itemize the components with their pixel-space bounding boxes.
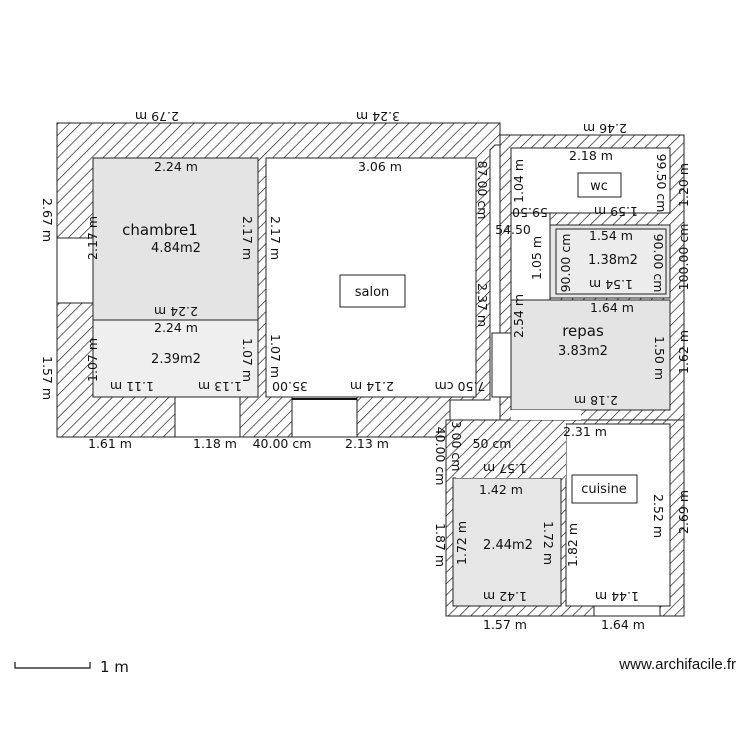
room-fills [92,147,671,607]
dim-ext-right-1: 1.20 m [676,163,691,207]
dim-chambre1-right: 2.17 m [240,216,255,260]
dim-ext-right-4: 2.69 m [676,490,691,534]
cuisine-tag: cuisine [581,482,627,497]
dim-salon-bottom-b: 2.14 m [350,379,394,394]
scale-bar: 1 m [14,658,129,676]
dim-small-right: 90.00 cm [651,234,666,293]
dim-chambre1-left: 2.17 m [85,216,100,260]
dim-ext-top-2: 3.24 m [356,109,400,124]
dim-small-top-left-a: 59.50 [512,205,548,220]
dim-cuisine-bottom: 1.44 m [595,589,639,604]
chambre1-name: chambre1 [122,221,198,239]
dim-ext-bottom-1: 1.61 m [88,436,132,451]
dim-salon-right: 2.37 m [475,283,490,327]
wc-tag: wc [590,179,608,194]
dim-ext-right-2: 100.00 cm [676,224,691,291]
room-bath [452,477,562,607]
dim-small-top: 1.54 m [589,228,633,243]
door-salon-repas [491,332,512,398]
credit-text: www.archifacile.fr [618,656,736,673]
room-corridor [456,424,566,478]
dim-ext-bottom-bath: 1.57 m [483,617,527,632]
dim-cuisine-right: 2.52 m [651,494,666,538]
dim-salon-right-top: 87.00 cm [475,161,490,220]
room-chambre1 [92,157,259,321]
dim-ext-left-2: 1.57 m [40,356,55,400]
dim-wc-left: 1.04 m [511,159,526,203]
dim-bath-left-outer: 1.87 m [433,523,448,567]
dim-repas-bottom: 2.18 m [574,393,618,408]
dim-small-top-left-b: 54.50 [495,222,531,237]
dim-ext-left-1: 2.67 m [40,198,55,242]
dim-chambre1-top: 2.24 m [154,159,198,174]
dim-bath-top: 1.42 m [479,482,523,497]
dimensions-horizontal: 2.79 m 3.24 m 2.46 m 2.24 m 2.24 m 2.24 … [88,109,645,632]
dim-salon-top: 3.06 m [358,159,402,174]
salon-tag: salon [355,285,390,300]
repas-area: 3.83m2 [558,344,608,359]
repas-name: repas [562,322,604,340]
dim-bottom-5: 50 cm [473,436,512,451]
dim-small-left-outer: 1.05 m [529,236,544,280]
dim-closet-left: 1.07 m [85,338,100,382]
room-small-inner [555,228,667,295]
room-cuisine [565,423,671,607]
dim-salon-bottom-a: 35.00 [272,379,308,394]
dim-closet-right: 1.07 m [240,338,255,382]
dim-wc-bottom: 1.59 m [594,204,638,219]
closet-area: 2.39m2 [151,352,201,367]
dim-ext-top-3: 2.46 m [583,121,627,136]
dim-bath-top-outer: 1.57 m [483,461,527,476]
window-west [56,237,94,304]
dim-bath-right: 1.72 m [541,521,556,565]
dim-salon-left: 2.17 m [268,216,283,260]
opening-repas-cuisine [511,410,581,420]
room-labels: chambre1 4.84m2 2.39m2 1.38m2 repas 3.83… [122,221,638,553]
scale-label: 1 m [100,658,129,676]
dim-closet-bottom-b: 1.13 m [198,379,242,394]
dim-ext-top-1: 2.79 m [135,109,179,124]
dim-ext-bottom-2: 1.18 m [193,436,237,451]
dim-small-left: 90.00 cm [558,234,573,293]
dim-closet-bottom-a: 1.11 m [110,379,154,394]
door-south-1 [174,396,241,438]
dim-repas-right: 1.50 m [652,336,667,380]
dim-corridor-v1: 40.00 cm [433,427,448,486]
dim-salon-bottom-c: 7.50 cm [435,379,486,394]
room-repas-upper [510,212,551,301]
dim-bath-left: 1.72 m [454,521,469,565]
dim-ext-bottom-kitchen: 1.64 m [601,617,645,632]
room-tags: salon wc cuisine [339,172,638,504]
dim-ext-right-3: 1.62 m [676,330,691,374]
window-cuisine-south [593,605,661,617]
room-closet-left [92,319,259,398]
dim-small-bottom: 1.54 m [589,277,633,292]
dim-mid-right: 2.31 m [563,424,607,439]
chambre1-area: 4.84m2 [151,241,201,256]
dim-ext-bottom-3: 40.00 cm [253,436,312,451]
bath-area: 2.44m2 [483,538,533,553]
door-south-2 [291,396,358,438]
dimensions-vertical: 2.67 m 1.57 m 2.17 m 2.17 m 1.07 m 1.07 … [40,154,691,567]
dim-salon-left-bottom: 1.07 m [268,334,283,378]
dim-closet-top: 2.24 m [154,320,198,335]
dim-chambre1-bottom: 2.24 m [154,304,198,319]
dim-ext-bottom-4: 2.13 m [345,436,389,451]
dim-wc-top: 2.18 m [569,148,613,163]
small-room-area: 1.38m2 [588,253,638,268]
dim-repas-top: 1.64 m [590,300,634,315]
dim-repas-left: 2.54 m [511,294,526,338]
dim-wc-right: 99.50 cm [654,154,669,213]
dim-bath-bottom: 1.42 m [483,589,527,604]
dim-cuisine-left: 1.82 m [565,523,580,567]
dim-corridor-v2: 3.00 cm [449,421,464,472]
openings [56,237,661,617]
